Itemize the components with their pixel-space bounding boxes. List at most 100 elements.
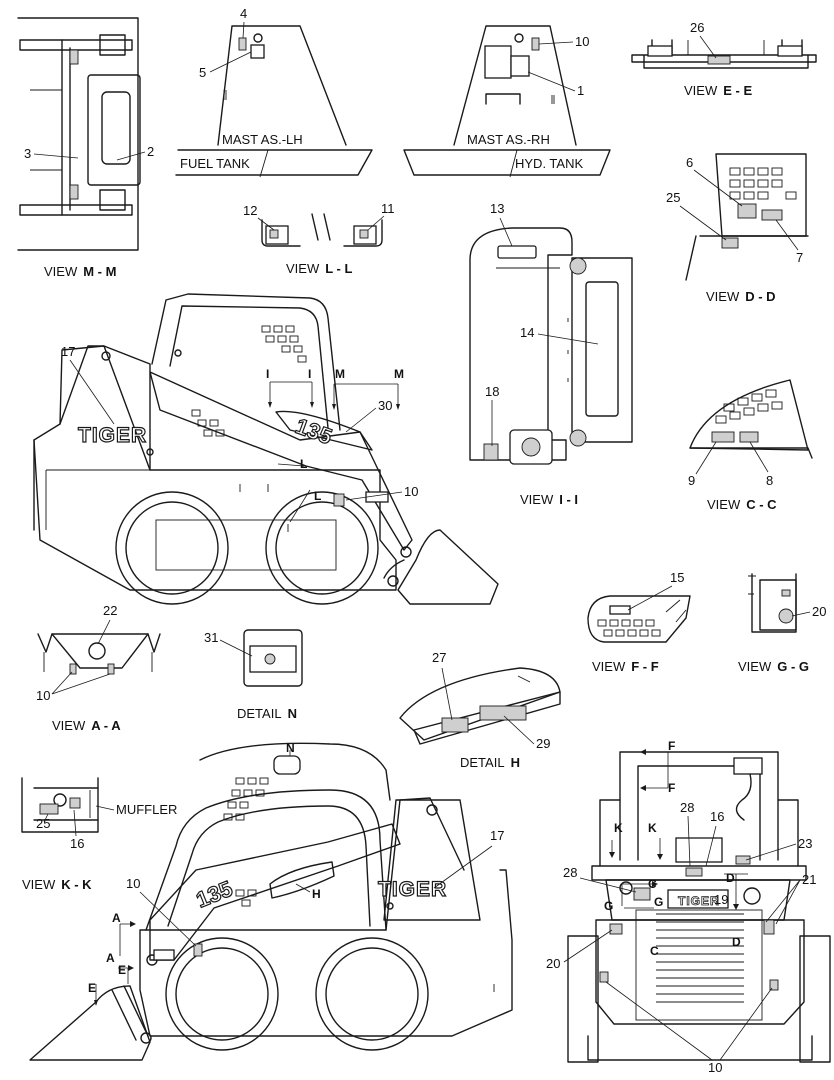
- loader-side-view-rh: [29, 742, 513, 1061]
- detail-h-drawing: [399, 667, 561, 745]
- section-letter-a-1: A: [112, 911, 121, 925]
- callout-31: 31: [204, 630, 218, 645]
- section-letter-f-2: F: [668, 781, 675, 795]
- section-letter-n: N: [286, 741, 295, 755]
- section-letter-k-2: K: [648, 821, 657, 835]
- callout-21: 21: [802, 872, 816, 887]
- section-letter-i-2: I: [308, 367, 311, 381]
- view-e-e-drawing: [631, 39, 817, 69]
- callout-10-side-lh: 10: [404, 484, 418, 499]
- callout-16-k: 16: [70, 836, 84, 851]
- section-letter-f-1: F: [668, 739, 675, 753]
- section-letter-i-1: I: [266, 367, 269, 381]
- callout-3: 3: [24, 146, 31, 161]
- callout-17-lh: 17: [61, 344, 75, 359]
- mast-rh-drawing: [403, 25, 611, 178]
- callout-4: 4: [240, 6, 247, 21]
- note-mast-lh: MAST AS.-LH: [222, 132, 303, 147]
- callout-27: 27: [432, 650, 446, 665]
- callout-13: 13: [490, 201, 504, 216]
- section-letter-h: H: [312, 887, 321, 901]
- callout-12: 12: [243, 203, 257, 218]
- callout-5: 5: [199, 65, 206, 80]
- section-letter-m-2: M: [394, 367, 404, 381]
- section-letter-e-1: E: [118, 963, 126, 977]
- loader-rear-view: [567, 749, 831, 1063]
- section-letter-a-2: A: [106, 951, 115, 965]
- loader-side-view-lh: [33, 293, 499, 605]
- callout-23: 23: [798, 836, 812, 851]
- section-letter-g-2: G: [654, 895, 663, 909]
- detail-n-drawing: [243, 629, 303, 687]
- callout-28-upper: 28: [680, 800, 694, 815]
- callout-8: 8: [766, 473, 773, 488]
- view-c-c-drawing: [689, 379, 813, 459]
- view-g-g-drawing: [748, 573, 797, 633]
- callout-10-a: 10: [36, 688, 50, 703]
- note-fuel-tank: FUEL TANK: [180, 156, 250, 171]
- callout-10-mast: 10: [575, 34, 589, 49]
- callout-25-k: 25: [36, 816, 50, 831]
- callout-20-g: 20: [812, 604, 826, 619]
- view-a-a-drawing: [37, 633, 161, 675]
- model-badge-side-rh: 135: [193, 876, 236, 913]
- model-badge-side-lh: 135: [292, 413, 335, 449]
- section-letter-m-1: M: [335, 367, 345, 381]
- section-letter-c-1: C: [648, 877, 657, 891]
- brand-logo-rear: TIGER: [678, 894, 720, 908]
- section-letter-c-2: C: [650, 944, 659, 958]
- view-i-i-drawing: [469, 227, 633, 465]
- callout-19: 19: [714, 892, 728, 907]
- callout-26: 26: [690, 20, 704, 35]
- callout-14: 14: [520, 325, 534, 340]
- callout-11: 11: [381, 201, 395, 216]
- callout-25-d: 25: [666, 190, 680, 205]
- view-f-f-drawing: [587, 595, 691, 643]
- section-letter-d-1: D: [726, 871, 735, 885]
- callout-17-rh: 17: [490, 828, 504, 843]
- callout-22: 22: [103, 603, 117, 618]
- callout-28-lower: 28: [563, 865, 577, 880]
- callout-29: 29: [536, 736, 550, 751]
- section-letter-g-1: G: [604, 899, 613, 913]
- callout-30: 30: [378, 398, 392, 413]
- section-letter-k-1: K: [614, 821, 623, 835]
- note-mast-rh: MAST AS.-RH: [467, 132, 550, 147]
- callout-10-side-rh: 10: [126, 876, 140, 891]
- section-letter-l-2: L: [314, 489, 321, 503]
- callout-18: 18: [485, 384, 499, 399]
- note-muffler: MUFFLER: [116, 802, 177, 817]
- view-m-m-drawing: [17, 17, 141, 251]
- callout-6: 6: [686, 155, 693, 170]
- view-k-k-drawing: [21, 777, 99, 833]
- view-l-l-drawing: [261, 213, 383, 247]
- section-letter-l-1: L: [300, 457, 307, 471]
- mast-lh-drawing: [175, 25, 373, 178]
- callout-9: 9: [688, 473, 695, 488]
- section-letter-e-2: E: [88, 981, 96, 995]
- section-letter-d-2: D: [732, 935, 741, 949]
- brand-logo-side-rh: TIGER: [378, 878, 447, 901]
- callout-10-rear: 10: [708, 1060, 722, 1075]
- callout-7: 7: [796, 250, 803, 265]
- view-d-d-drawing: [685, 153, 809, 281]
- callout-16-rear: 16: [710, 809, 724, 824]
- callout-20-rear: 20: [546, 956, 560, 971]
- callout-1: 1: [577, 83, 584, 98]
- note-hyd-tank: HYD. TANK: [515, 156, 583, 171]
- brand-logo-side-lh: TIGER: [78, 424, 147, 447]
- callout-15: 15: [670, 570, 684, 585]
